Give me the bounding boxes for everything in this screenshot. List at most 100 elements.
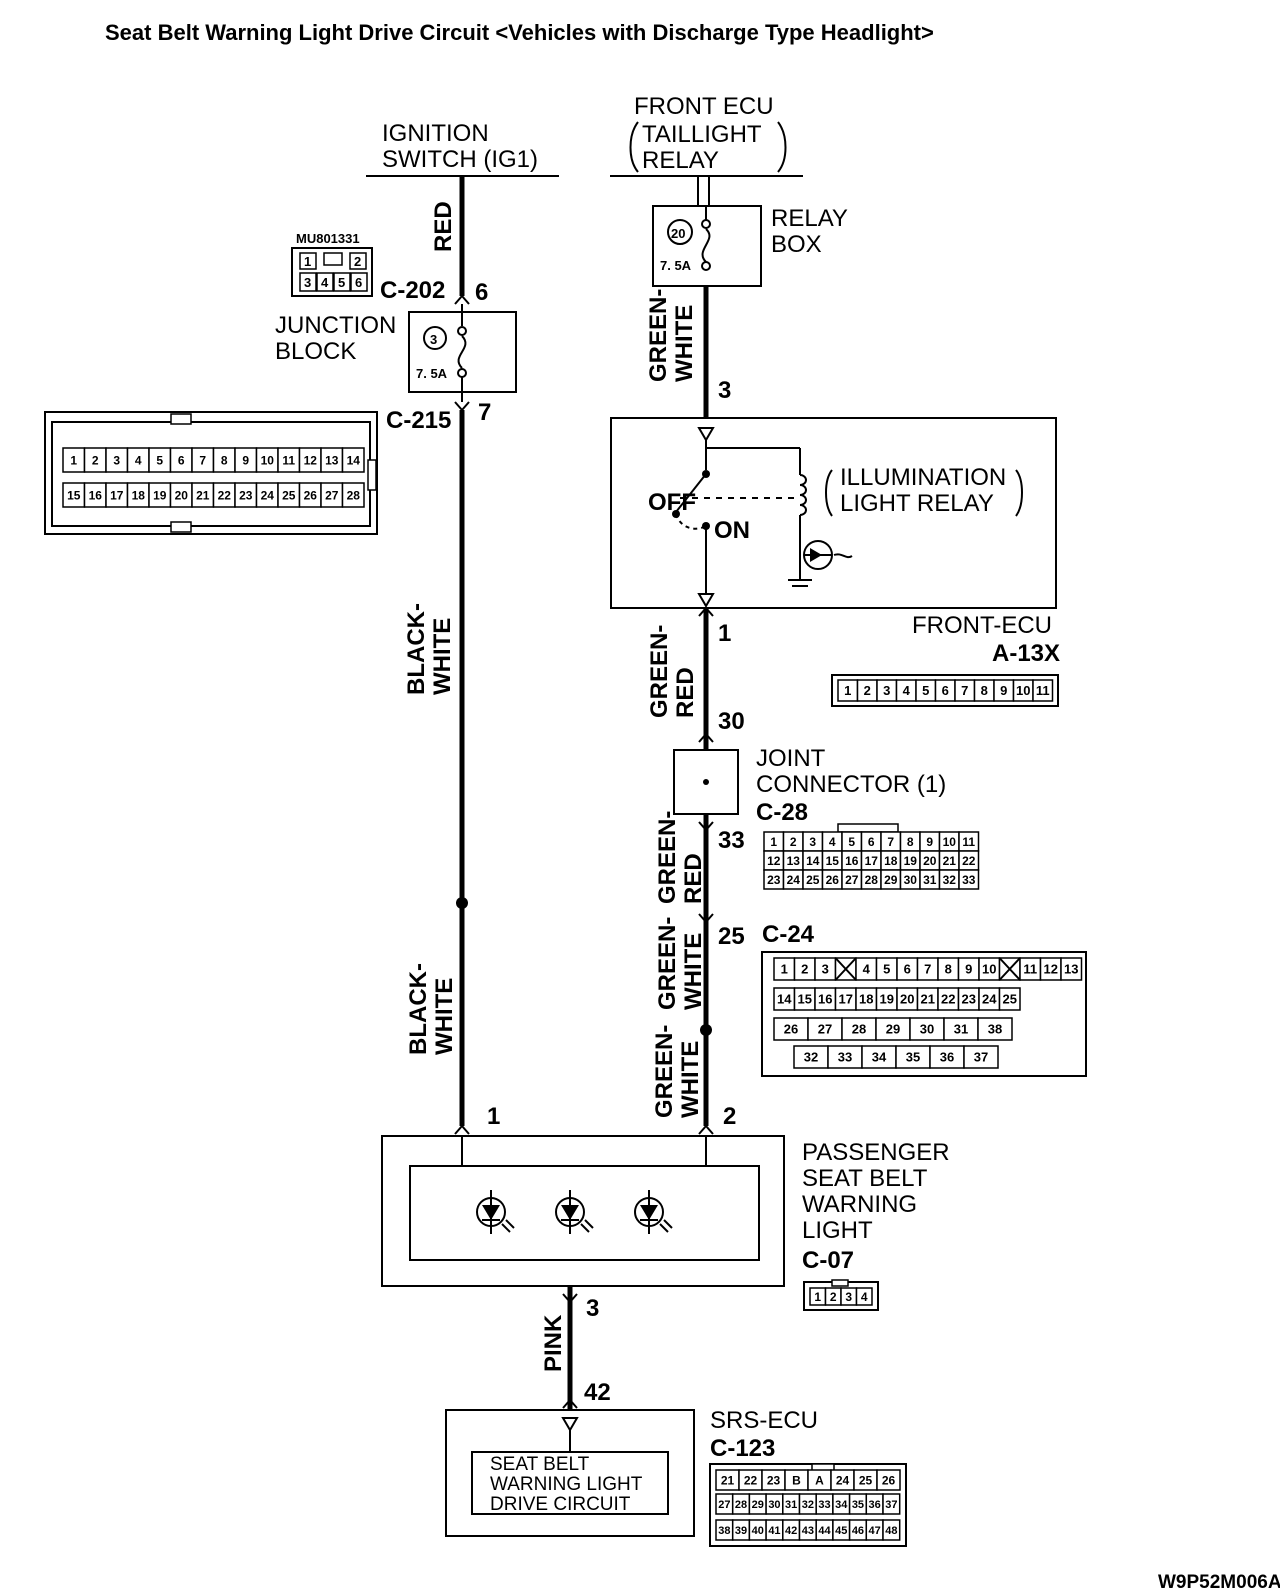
- connector-cell-label: 31: [923, 873, 937, 887]
- connector-cell-label: 16: [845, 854, 859, 868]
- terminal-joint-out: [698, 821, 714, 832]
- connector-cell-label: 36: [940, 1050, 954, 1065]
- connector-cell-label: 18: [859, 992, 873, 1007]
- connector-cell-label: 2: [92, 453, 99, 467]
- passenger-lamp-label-1: PASSENGER: [802, 1139, 950, 1166]
- connector-cell-label: 6: [942, 683, 949, 698]
- connector-cell-label: 34: [872, 1050, 887, 1065]
- connector-cell-label: 44: [818, 1525, 831, 1537]
- junction-fuse-rating: 7. 5A: [416, 366, 448, 381]
- wire-label-bw2-a: BLACK-: [405, 963, 432, 1055]
- connector-cell-label: 9: [242, 453, 249, 467]
- connector-cell-label: 20: [900, 992, 914, 1007]
- junction-label-2: BLOCK: [275, 338, 356, 365]
- led-icon: [634, 1190, 673, 1234]
- connector-cell-label: 22: [218, 488, 232, 502]
- connector-cell: [882, 1493, 901, 1515]
- connector-cell-label: 5: [848, 835, 855, 849]
- ignition-label-1: IGNITION: [382, 120, 489, 147]
- connector-cell-label: 24: [261, 488, 275, 502]
- relay-fuse-number-circle: [667, 219, 693, 245]
- connector-cell-label: 24: [982, 992, 997, 1007]
- pin-c215: 7: [478, 399, 491, 426]
- connector-cell-label: 26: [304, 488, 318, 502]
- connector-cell-label: 3: [809, 835, 816, 849]
- connector-cell-label: 15: [798, 992, 812, 1007]
- paren-right: [777, 121, 787, 173]
- passenger-lamp-label-2: SEAT BELT: [802, 1165, 928, 1192]
- connector-cell-label: 8: [945, 962, 952, 977]
- wire-label-gw3-b: WHITE: [677, 1041, 704, 1118]
- illumination-label-2: LIGHT RELAY: [840, 490, 994, 517]
- connector-cell-label: 38: [718, 1525, 730, 1537]
- connector-cell-label: 18: [884, 854, 898, 868]
- connector-cell-label: 29: [884, 873, 898, 887]
- connector-cell-label: 27: [818, 1022, 832, 1037]
- connector-cell-label: 1: [70, 453, 77, 467]
- connector-cell-label: 46: [852, 1525, 864, 1537]
- connector-cell-label: 30: [904, 873, 918, 887]
- connector-cell-label: 26: [882, 1473, 896, 1487]
- wire-label-gw3-a: GREEN-: [651, 1025, 678, 1118]
- connector-cell: [1060, 957, 1083, 981]
- connector-cell-label: 19: [904, 854, 918, 868]
- terminal-srs-internal: [561, 1417, 579, 1432]
- connector-cell: [876, 1469, 901, 1491]
- connector-cell-label: 4: [829, 835, 836, 849]
- front-ecu-top-label-2: TAILLIGHT: [642, 121, 762, 148]
- connector-cell: [977, 1017, 1013, 1041]
- connector-cell-label: 3: [113, 453, 120, 467]
- connector-cell-label: 12: [304, 453, 318, 467]
- mu-cell: 4: [321, 275, 329, 290]
- connector-cell-label: 34: [835, 1499, 848, 1511]
- connector-cell-label: 1: [814, 1290, 821, 1304]
- connector-cell-label: 32: [804, 1050, 818, 1065]
- wire-label-gr1-a: GREEN-: [646, 625, 673, 718]
- connector-cell-label: 16: [818, 992, 832, 1007]
- connector-cell-label: 25: [859, 1473, 873, 1487]
- connector-cell-label: 45: [835, 1525, 847, 1537]
- paren-left: [825, 469, 833, 517]
- pin-lamp-in2: 2: [723, 1103, 736, 1130]
- joint-connector-label: C-28: [756, 799, 808, 826]
- connector-cell-label: 24: [787, 873, 801, 887]
- connector-cell: [998, 987, 1021, 1011]
- connector-cell-label: 37: [974, 1050, 988, 1065]
- pin-joint-out: 33: [718, 827, 745, 854]
- connector-cell-label: 31: [785, 1499, 797, 1511]
- connector-cell-label: 11: [282, 453, 295, 467]
- connector-cell-label: 40: [752, 1525, 764, 1537]
- connector-cell-label: 7: [199, 453, 206, 467]
- joint-label-2: CONNECTOR (1): [756, 771, 946, 798]
- front-ecu-name: FRONT-ECU: [912, 612, 1052, 639]
- mu-cell: 5: [338, 275, 345, 290]
- passenger-lamp-label-3: WARNING: [802, 1191, 917, 1218]
- connector-cell-label: 22: [941, 992, 955, 1007]
- mu-part-number: MU801331: [296, 231, 360, 246]
- connector-cell-label: 4: [903, 683, 911, 698]
- connector-cell-label: 14: [806, 854, 820, 868]
- connector-cell: [855, 1287, 873, 1306]
- connector-cell-label: 28: [735, 1499, 747, 1511]
- joint-splice: [703, 779, 709, 785]
- connector-cell-label: 13: [1064, 962, 1078, 977]
- connector-cell-label: 23: [239, 488, 253, 502]
- connector-cell-label: 29: [886, 1022, 900, 1037]
- wire-label-gw2-a: GREEN-: [654, 917, 681, 1010]
- connector-cell-label: 2: [830, 1290, 837, 1304]
- connector-cell: [882, 1519, 901, 1541]
- connector-cell-label: 28: [865, 873, 879, 887]
- pin-c202: 6: [475, 279, 488, 306]
- connector-cell-label: 15: [826, 854, 840, 868]
- relay-box-label-1: RELAY: [771, 205, 848, 232]
- connector-cell-label: 21: [721, 1473, 735, 1487]
- connector-cell-label: 33: [838, 1050, 852, 1065]
- wire-label-bw1-b: WHITE: [429, 618, 456, 695]
- wire-label-gr2-b: RED: [680, 853, 707, 904]
- connector-cell: [963, 1045, 999, 1069]
- terminal-joint-in: [698, 732, 714, 743]
- connector-cell-label: 10: [261, 453, 275, 467]
- lamp-inner-box: [409, 1165, 760, 1261]
- connector-cell-label: 10: [982, 962, 996, 977]
